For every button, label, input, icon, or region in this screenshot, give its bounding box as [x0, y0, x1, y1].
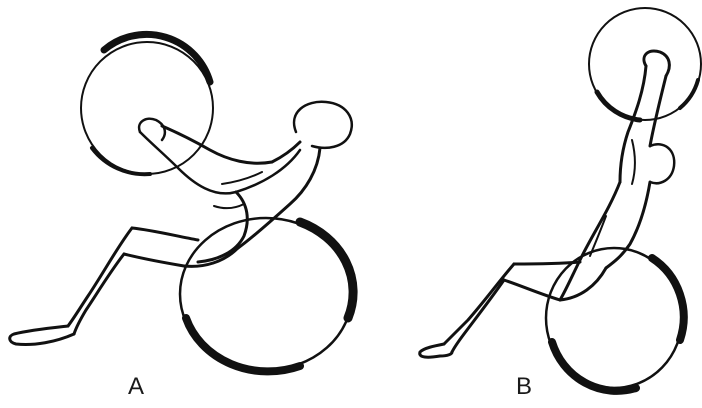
panel-a-drawing — [10, 34, 353, 371]
panel-a-held-ball — [81, 34, 213, 174]
panel-b-drawing — [420, 8, 701, 391]
panel-b-support-ball — [546, 248, 684, 391]
panel-label-a: A — [128, 375, 144, 399]
panel-a-support-ball — [180, 218, 353, 371]
panel-label-b: B — [516, 375, 532, 399]
